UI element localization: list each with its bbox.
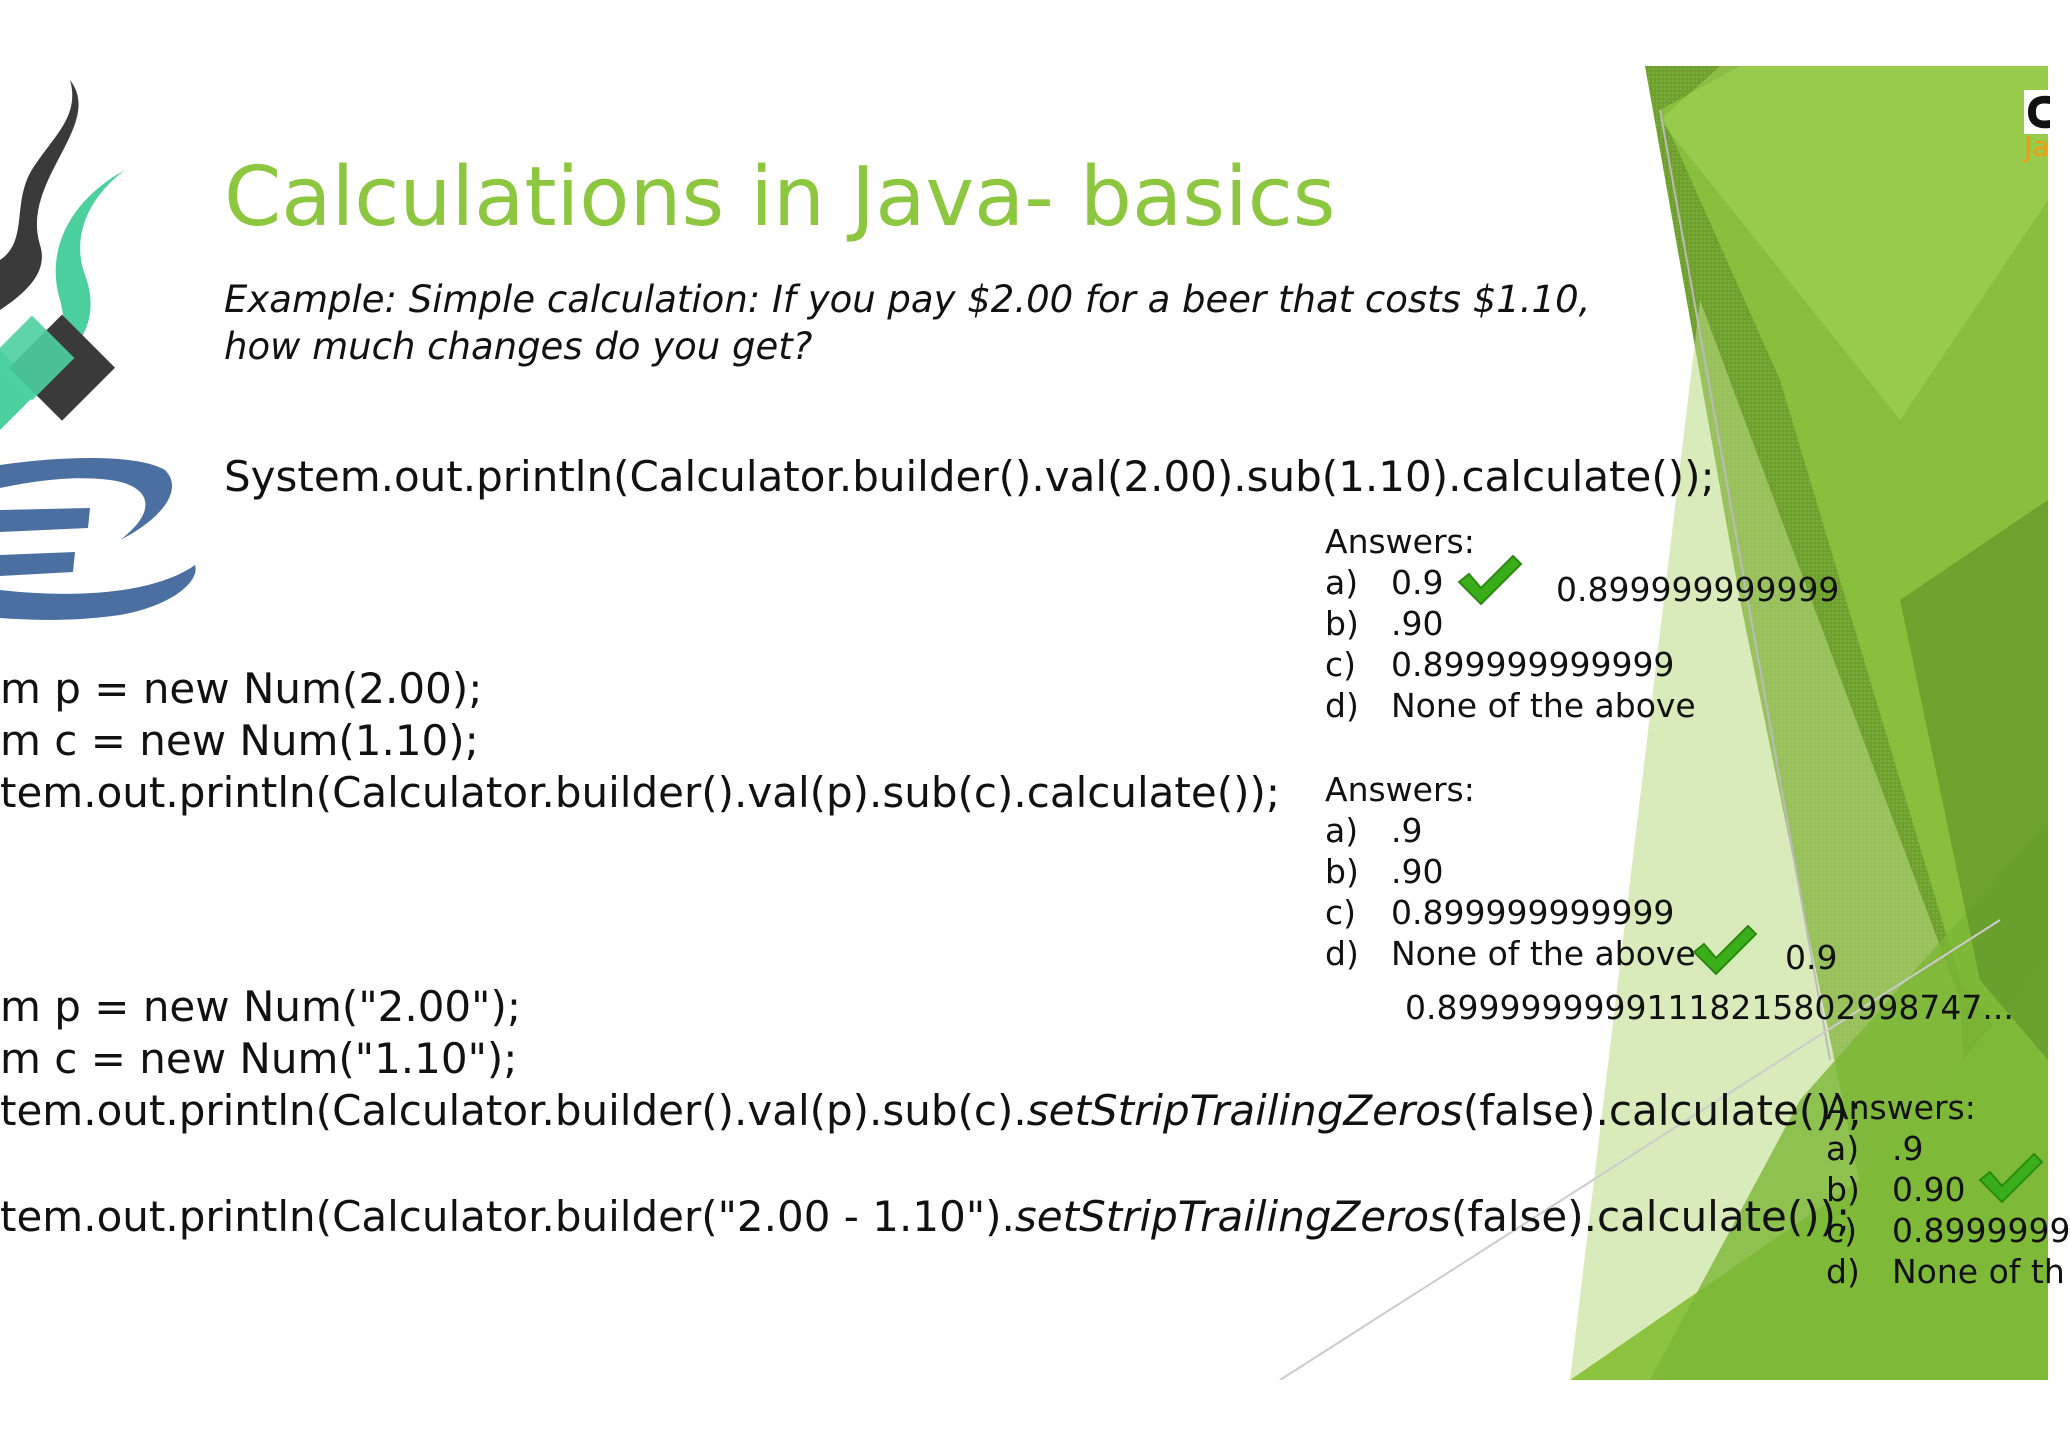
answers1-option-c: c) 0.899999999999: [1325, 645, 1674, 684]
option-letter: c): [1325, 645, 1357, 684]
code-text: (false).calculate());: [1450, 1192, 1851, 1241]
answers3-heading: Answers:: [1826, 1088, 1976, 1127]
checkmark-icon: [1457, 554, 1523, 606]
code-method-italic: setStripTrailingZeros: [1014, 1192, 1451, 1241]
option-text: 0.899999999999: [1391, 645, 1675, 684]
option-text: None of the above: [1391, 686, 1696, 725]
answers1-note: 0.899999999999: [1556, 570, 1840, 609]
option-text: 0.8999999: [1892, 1211, 2070, 1250]
code-block3-line-4: tem.out.println(Calculator.builder("2.00…: [0, 1192, 1850, 1241]
code-block3-line-2: m c = new Num("1.10");: [0, 1034, 518, 1083]
answers2-note-2: 0.89999999991118215802998747...: [1405, 988, 2014, 1027]
option-letter: d): [1325, 934, 1359, 973]
option-text: 0.90: [1892, 1170, 1966, 1209]
example-line-1: Example: Simple calculation: If you pay …: [224, 278, 1591, 321]
option-letter: b): [1826, 1170, 1860, 1209]
brand-logo-text: Ja: [2024, 130, 2050, 163]
answers2-heading: Answers:: [1325, 770, 1475, 809]
answers2-option-c: c) 0.899999999999: [1325, 893, 1674, 932]
option-letter: a): [1826, 1129, 1860, 1168]
option-letter: c): [1826, 1211, 1858, 1250]
option-text: .90: [1391, 604, 1444, 643]
answers3-option-c: c) 0.8999999: [1826, 1211, 2070, 1250]
answers2-note-1: 0.9: [1785, 938, 1838, 977]
code-text: (false).calculate());: [1462, 1086, 1863, 1135]
answers1-heading: Answers:: [1325, 522, 1475, 561]
answers3-option-d: d) None of th: [1826, 1252, 2065, 1291]
option-text: None of th: [1892, 1252, 2065, 1291]
option-text: .9: [1391, 811, 1423, 850]
code-block3-line-3: tem.out.println(Calculator.builder().val…: [0, 1086, 1862, 1135]
answers1-option-d: d) None of the above: [1325, 686, 1696, 725]
option-letter: b): [1325, 604, 1359, 643]
option-letter: a): [1325, 811, 1359, 850]
answers3-option-a: a) .9: [1826, 1129, 1924, 1168]
code-text: tem.out.println(Calculator.builder("2.00…: [0, 1192, 1015, 1241]
java-logo-icon: [0, 80, 196, 620]
answers2-option-b: b) .90: [1325, 852, 1443, 891]
checkmark-icon: [1692, 924, 1758, 976]
code-block2-line-1: m p = new Num(2.00);: [0, 664, 483, 713]
answers3-option-b: b) 0.90: [1826, 1170, 1965, 1209]
option-text: 0.899999999999: [1391, 893, 1675, 932]
option-letter: d): [1826, 1252, 1860, 1291]
option-text: .90: [1391, 852, 1444, 891]
answers1-option-b: b) .90: [1325, 604, 1443, 643]
example-line-2: how much changes do you get?: [224, 325, 813, 368]
option-letter: a): [1325, 563, 1359, 602]
option-text: .9: [1892, 1129, 1924, 1168]
slide-title: Calculations in Java- basics: [224, 150, 1336, 245]
code-line-1: System.out.println(Calculator.builder().…: [224, 452, 1715, 501]
checkmark-icon: [1978, 1152, 2044, 1204]
answers1-option-a: a) 0.9: [1325, 563, 1443, 602]
option-letter: c): [1325, 893, 1357, 932]
brand-logo-icon: Ja: [2024, 90, 2054, 166]
option-text: None of the above: [1391, 934, 1696, 973]
option-text: 0.9: [1391, 563, 1444, 602]
code-block3-line-1: m p = new Num("2.00");: [0, 982, 522, 1031]
option-letter: d): [1325, 686, 1359, 725]
answers2-option-d: d) None of the above: [1325, 934, 1696, 973]
answers2-option-a: a) .9: [1325, 811, 1423, 850]
code-block2-line-3: tem.out.println(Calculator.builder().val…: [0, 768, 1280, 817]
code-block2-line-2: m c = new Num(1.10);: [0, 716, 479, 765]
option-letter: b): [1325, 852, 1359, 891]
code-method-italic: setStripTrailingZeros: [1026, 1086, 1463, 1135]
code-text: tem.out.println(Calculator.builder().val…: [0, 1086, 1027, 1135]
